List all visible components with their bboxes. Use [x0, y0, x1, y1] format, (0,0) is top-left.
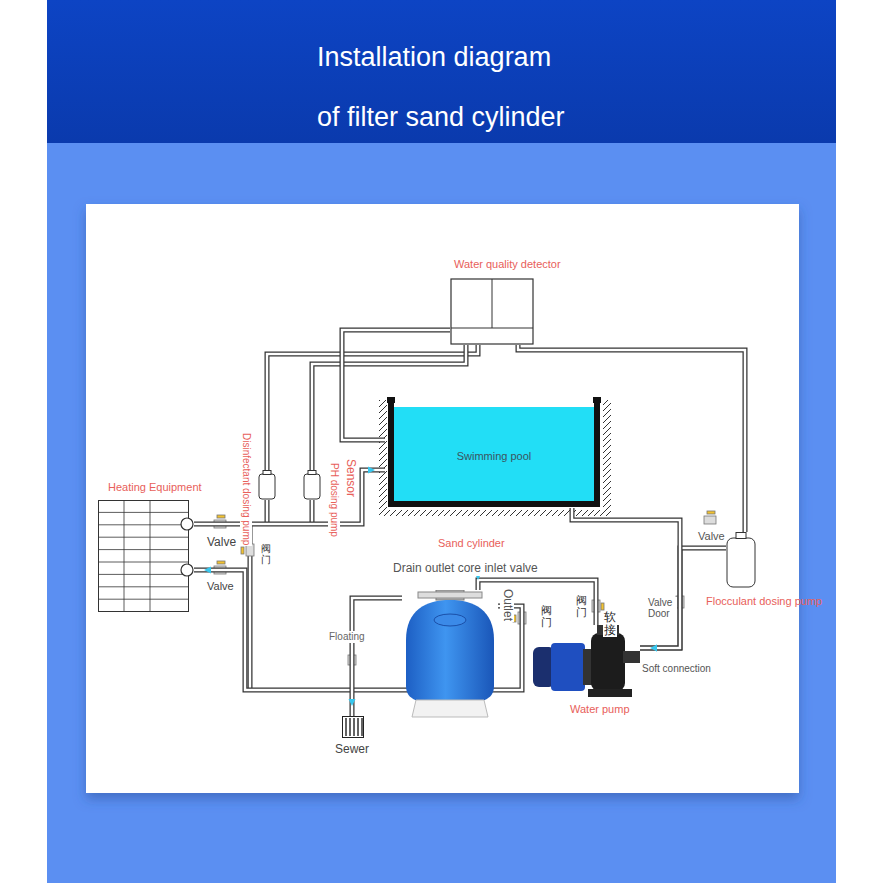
- node-label: Water quality detector: [454, 258, 561, 271]
- valve-label-cn: 阀门: [260, 543, 272, 565]
- valve-label: Valve: [697, 530, 726, 543]
- swimming-pool: Swimming pool: [385, 397, 603, 508]
- water-quality-detector: Water quality detector: [450, 278, 534, 345]
- node-outline: [303, 470, 321, 500]
- flow-arrowhead: [349, 699, 356, 706]
- heating-equipment: Heating Equipment: [98, 500, 194, 612]
- node-outline: [726, 532, 756, 588]
- node-label: PH dosing pump: [329, 462, 341, 538]
- node-outline: [533, 625, 640, 697]
- pipe-stroke: [352, 598, 402, 716]
- node-outline: [450, 278, 534, 345]
- node-label: Heating Equipment: [108, 481, 202, 494]
- flow-arrowhead: [368, 467, 375, 474]
- page-title: Installation diagram of filter sand cyli…: [317, 27, 575, 147]
- pipe-connector: [475, 573, 597, 625]
- pipe-connector: [349, 598, 403, 716]
- soft-joint-label: 软接: [603, 611, 617, 637]
- node-outline: [258, 470, 276, 500]
- node-outline: [402, 590, 498, 718]
- dosing-tank: PH dosing pump: [303, 470, 321, 500]
- valve-door-label: Valve Door: [647, 597, 677, 619]
- node-label: Sewer: [335, 743, 369, 757]
- soft-connection-label: Soft connection: [641, 663, 712, 675]
- flow-arrowhead: [650, 645, 657, 652]
- flow-arrowhead: [204, 567, 211, 574]
- valve-label-cn: 阀门: [575, 594, 588, 618]
- node-label: Disinfectant dosing pump: [241, 432, 253, 546]
- node-label: Water pump: [570, 703, 630, 716]
- node-outline: [98, 500, 194, 612]
- valve-label: Valve: [206, 536, 237, 550]
- valve-label-cn: 阀门: [540, 604, 553, 628]
- flocculant-tank: Flocculant dosing pump: [726, 532, 756, 588]
- node-label: Sand cylinder: [438, 537, 505, 550]
- node-label: Swimming pool: [385, 450, 603, 463]
- pipe-stroke: [352, 598, 402, 716]
- dosing-tank: Disinfectant dosing pump: [258, 470, 276, 500]
- sensor-label: Sensor: [343, 458, 357, 498]
- pipe-stroke: [478, 580, 596, 625]
- water-pump: Water pump: [533, 625, 640, 697]
- outlet-label: Outlet: [500, 588, 514, 622]
- pipe-stroke: [478, 580, 596, 625]
- node-outline: [342, 716, 364, 738]
- valve-label: Valve: [206, 580, 235, 593]
- float-label: Floating: [328, 631, 366, 643]
- node-label: Flocculant dosing pump: [706, 595, 822, 608]
- sand-filter-tank: Sand cylinder: [402, 590, 498, 718]
- sewer-grate: Sewer: [342, 716, 364, 738]
- valve-label: Drain outlet core inlet valve: [392, 562, 539, 576]
